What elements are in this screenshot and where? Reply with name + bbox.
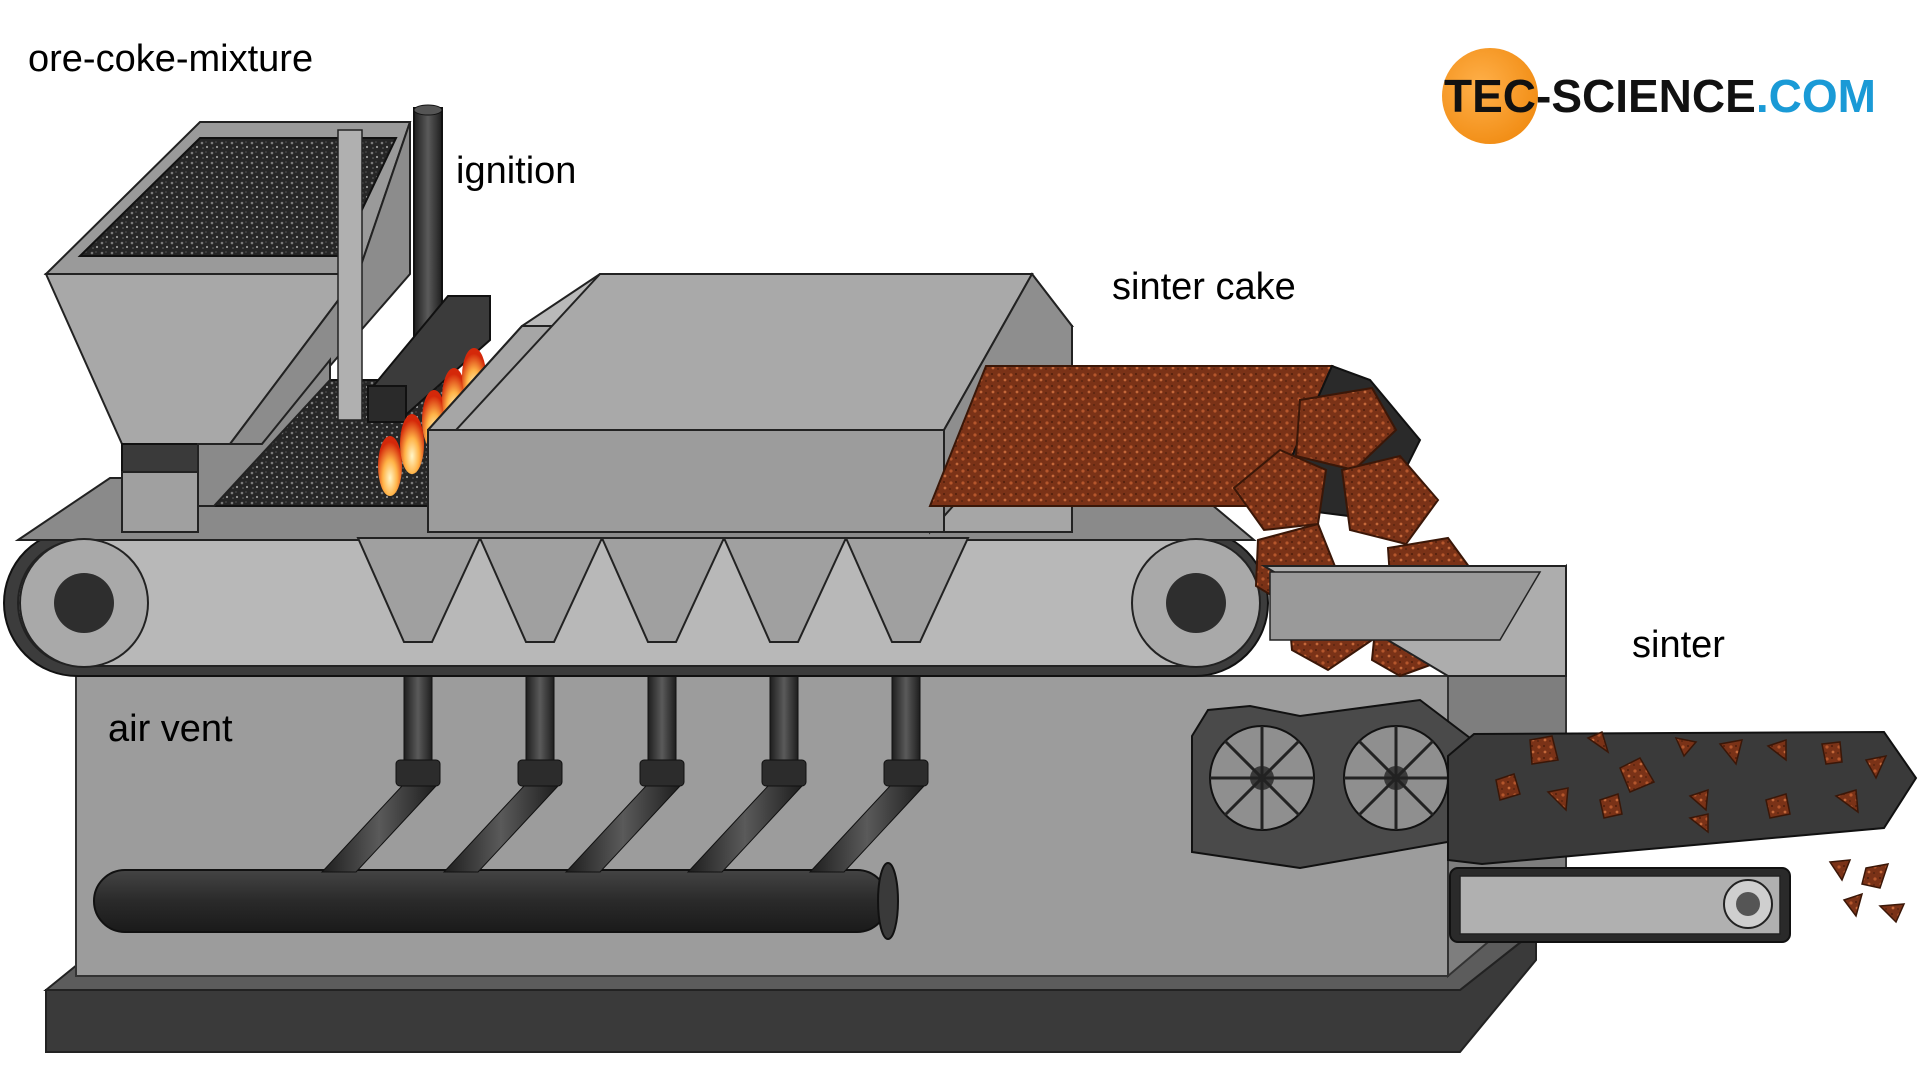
suction-funnels (356, 537, 970, 643)
label-air-vent: air vent (108, 708, 233, 750)
logo-text-com: .COM (1756, 70, 1876, 122)
logo-text-science: -SCIENCE (1536, 70, 1756, 122)
crusher-rollers (1191, 698, 1471, 870)
tec-science-logo: TEC-SCIENCE.COM (1442, 48, 1876, 144)
label-ignition: ignition (456, 150, 577, 192)
air-vent-duct (93, 862, 899, 940)
label-sinter-cake: sinter cake (1112, 266, 1296, 308)
logo-text-tec: TEC (1444, 70, 1536, 122)
label-sinter: sinter (1632, 624, 1725, 666)
ignition-burner (367, 104, 491, 423)
svg-text:TEC-SCIENCE.COM: TEC-SCIENCE.COM (1444, 70, 1876, 122)
crusher-housing (1260, 565, 1567, 677)
feed-hopper (43, 121, 412, 533)
output-conveyor (1447, 730, 1918, 943)
sinter-fragments (1495, 730, 1906, 924)
logo-circle (1442, 48, 1538, 144)
label-ore-coke-mixture: ore-coke-mixture (28, 38, 314, 80)
